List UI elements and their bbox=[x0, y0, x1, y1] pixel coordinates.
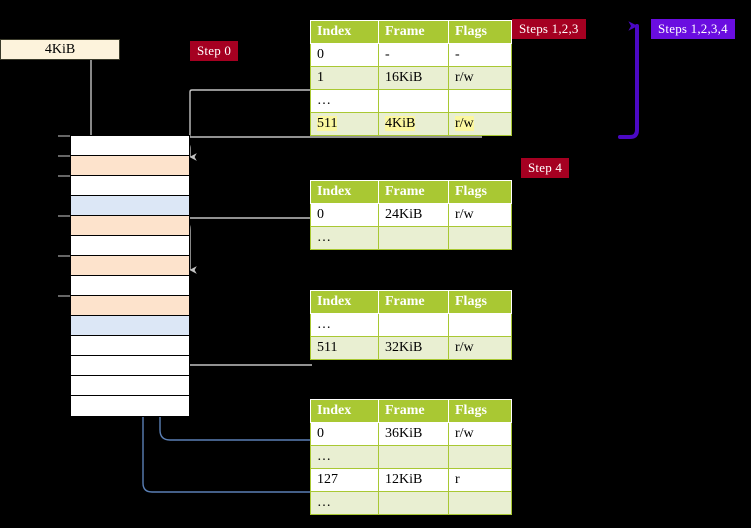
table-row: 0-- bbox=[310, 43, 512, 67]
cell-index: … bbox=[310, 313, 379, 337]
memory-row-4 bbox=[71, 216, 189, 236]
badge-steps-1-2-3: Steps 1,2,3 bbox=[512, 19, 586, 39]
table-row: … bbox=[310, 89, 512, 113]
cell-index: 0 bbox=[310, 422, 379, 446]
memory-row-2 bbox=[71, 176, 189, 196]
cell-flags: r/w bbox=[448, 66, 512, 90]
cell-frame: 16KiB bbox=[378, 66, 449, 90]
cell-flags bbox=[448, 491, 512, 515]
memory-row-1 bbox=[71, 156, 189, 176]
cell-frame bbox=[378, 491, 449, 515]
memory-row-6 bbox=[71, 256, 189, 276]
cell-frame: - bbox=[378, 43, 449, 67]
arrow-purple-bracket bbox=[618, 21, 639, 139]
cell-index: … bbox=[310, 491, 379, 515]
cell-frame bbox=[378, 89, 449, 113]
cell-index: 511 bbox=[310, 112, 379, 136]
memory-row-5 bbox=[71, 236, 189, 256]
memory-row-13 bbox=[71, 396, 189, 416]
cell-index: … bbox=[310, 89, 379, 113]
cell-flags: r/w bbox=[448, 112, 512, 136]
column-header-frame: Frame bbox=[378, 290, 449, 314]
arrow-step3-l2-to-memory bbox=[171, 326, 312, 366]
memory-row-11 bbox=[71, 356, 189, 376]
column-header-flags: Flags bbox=[448, 180, 512, 204]
memory-size-box: 4KiB bbox=[0, 39, 120, 60]
memory-size-label: 4KiB bbox=[44, 41, 76, 57]
cell-frame bbox=[378, 226, 449, 250]
column-header-frame: Frame bbox=[378, 180, 449, 204]
cell-index: 511 bbox=[310, 336, 379, 360]
cell-frame bbox=[378, 313, 449, 337]
cell-flags bbox=[448, 445, 512, 469]
cell-index: … bbox=[310, 445, 379, 469]
memory-row-10 bbox=[71, 336, 189, 356]
arrow-step2-l3-to-memory bbox=[177, 217, 312, 236]
memory-row-9 bbox=[71, 316, 189, 336]
cell-index: 0 bbox=[310, 203, 379, 227]
cell-index: 0 bbox=[310, 43, 379, 67]
cell-index: 127 bbox=[310, 468, 379, 492]
memory-row-7 bbox=[71, 276, 189, 296]
column-header-flags: Flags bbox=[448, 399, 512, 423]
cell-frame bbox=[378, 445, 449, 469]
column-header-flags: Flags bbox=[448, 20, 512, 44]
badge-step-4: Step 4 bbox=[521, 158, 570, 178]
physical-memory-column bbox=[70, 135, 190, 417]
memory-row-12 bbox=[71, 376, 189, 396]
cell-flags bbox=[448, 226, 512, 250]
cell-flags: r/w bbox=[448, 336, 512, 360]
cell-frame: 12KiB bbox=[378, 468, 449, 492]
table-row: … bbox=[310, 313, 512, 337]
column-header-index: Index bbox=[310, 20, 379, 44]
cell-flags: r bbox=[448, 468, 512, 492]
cell-frame: 4KiB bbox=[378, 112, 449, 136]
memory-row-8 bbox=[71, 296, 189, 316]
cell-frame: 36KiB bbox=[378, 422, 449, 446]
memory-row-3 bbox=[71, 196, 189, 216]
column-header-index: Index bbox=[310, 399, 379, 423]
badge-steps-1-2-3-4: Steps 1,2,3,4 bbox=[651, 19, 735, 39]
column-header-frame: Frame bbox=[378, 20, 449, 44]
memory-row-0 bbox=[71, 136, 189, 156]
badge-step-0: Step 0 bbox=[190, 41, 239, 61]
column-header-index: Index bbox=[310, 290, 379, 314]
table-row: … bbox=[310, 491, 512, 515]
cell-index: 1 bbox=[310, 66, 379, 90]
cell-index: … bbox=[310, 226, 379, 250]
column-header-index: Index bbox=[310, 180, 379, 204]
cell-frame: 32KiB bbox=[378, 336, 449, 360]
cell-flags bbox=[448, 313, 512, 337]
table-row: … bbox=[310, 445, 512, 469]
cell-flags: - bbox=[448, 43, 512, 67]
column-header-frame: Frame bbox=[378, 399, 449, 423]
arrow-step1b-memory-into-row bbox=[177, 89, 312, 146]
cell-frame: 24KiB bbox=[378, 203, 449, 227]
table-row: … bbox=[310, 226, 512, 250]
column-header-flags: Flags bbox=[448, 290, 512, 314]
cell-flags bbox=[448, 89, 512, 113]
cell-flags: r/w bbox=[448, 422, 512, 446]
cell-flags: r/w bbox=[448, 203, 512, 227]
